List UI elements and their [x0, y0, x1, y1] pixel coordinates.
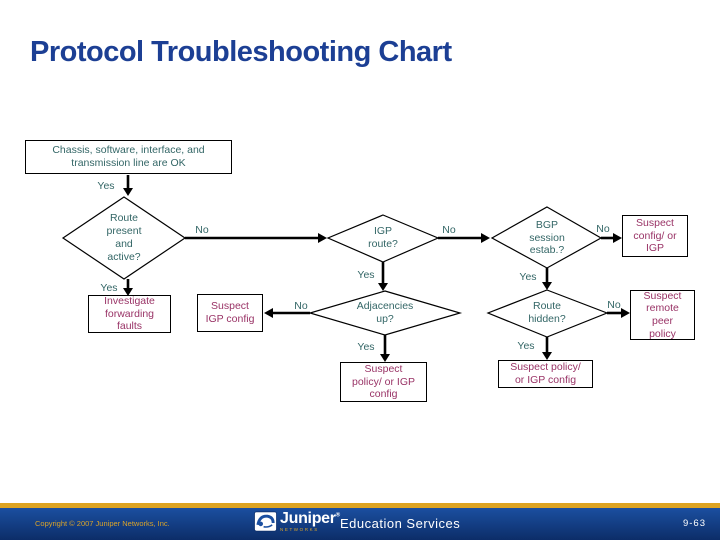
- no-label-route-present: No: [195, 223, 209, 236]
- yes-label-start: Yes: [97, 179, 115, 192]
- arrowhead-right-icon: [481, 233, 490, 243]
- juniper-logo-icon: [254, 511, 277, 532]
- suspect-igp-config-box: Suspect IGP config: [197, 294, 263, 332]
- juniper-wordmark: Juniper® NETWORKS: [280, 511, 340, 533]
- suspect-remote-peer-policy-box: Suspect remote peer policy: [630, 290, 695, 340]
- juniper-logo: Juniper® NETWORKS: [254, 511, 340, 533]
- adjacencies-diamond-label: Adjacencies up?: [356, 300, 414, 325]
- no-label-adjacencies: No: [294, 299, 308, 312]
- route-hidden-diamond-label: Route hidden?: [528, 300, 566, 325]
- yes-label-route-present: Yes: [100, 281, 118, 294]
- suspect-policy-or-igp-config-right-box: Suspect policy/ or IGP config: [498, 360, 593, 388]
- igp-route-diamond-label: IGP route?: [368, 225, 398, 250]
- suspect-config-or-igp-box: Suspect config/ or IGP: [622, 215, 688, 257]
- start-box: Chassis, software, interface, and transm…: [25, 140, 232, 174]
- investigate-forwarding-faults-box: Investigate forwarding faults: [88, 295, 171, 333]
- page-number: 9-63: [682, 518, 706, 529]
- route-present-diamond-label: Route present and active?: [106, 212, 142, 263]
- suspect-policy-or-igp-config-left-box: Suspect policy/ or IGP config: [340, 362, 427, 402]
- arrowhead-right-icon: [318, 233, 327, 243]
- arrowhead-down-icon: [380, 354, 390, 362]
- bgp-session-diamond-label: BGP session estab.?: [529, 218, 565, 257]
- yes-label-bgp-session: Yes: [519, 270, 537, 283]
- footer-bar: Copyright © 2007 Juniper Networks, Inc. …: [0, 508, 720, 540]
- registered-mark: ®: [335, 512, 340, 519]
- arrowhead-down-icon: [542, 282, 552, 290]
- no-label-bgp-session: No: [596, 222, 610, 235]
- yes-label-route-hidden: Yes: [517, 339, 535, 352]
- juniper-wordmark-text: Juniper: [280, 510, 336, 527]
- copyright-text: Copyright © 2007 Juniper Networks, Inc.: [35, 519, 170, 528]
- education-services-label: Education Services: [340, 516, 461, 531]
- footer-gold-stripe: [0, 503, 720, 508]
- no-label-route-hidden: No: [607, 298, 621, 311]
- page-title: Protocol Troubleshooting Chart: [30, 36, 452, 68]
- no-label-igp-route: No: [442, 223, 456, 236]
- arrowhead-left-icon: [264, 308, 273, 318]
- arrowhead-down-icon: [378, 283, 388, 291]
- yes-label-adjacencies: Yes: [357, 340, 375, 353]
- arrowhead-down-icon: [542, 352, 552, 360]
- yes-label-igp-route: Yes: [357, 268, 375, 281]
- juniper-networks-subtext: NETWORKS: [280, 527, 319, 532]
